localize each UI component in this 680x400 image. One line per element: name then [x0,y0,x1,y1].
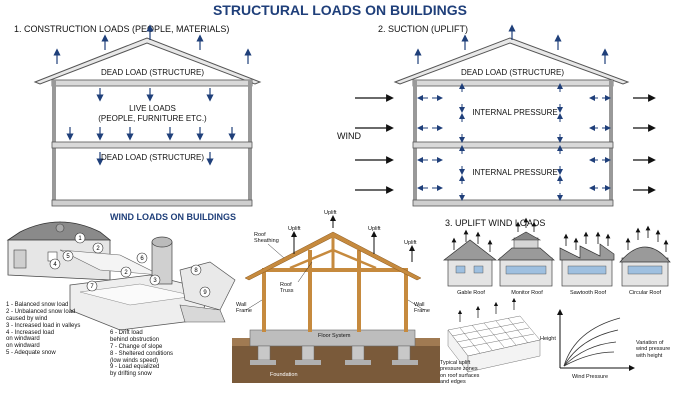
marker-7: 7 [90,284,94,290]
marker-6: 6 [140,256,144,262]
wall-frame-line: Frame [414,308,430,314]
wind-loads-heading: WIND LOADS ON BUILDINGS [110,212,236,222]
marker-9: 9 [203,290,207,296]
caption-line: and edges [440,378,466,385]
dead-load-label: DEAD LOAD (STRUCTURE) [100,68,205,77]
roof-truss-line: Roof [280,282,292,288]
snow-legend-left: 1 - Balanced snow load 2 - Unbalanced sn… [6,302,111,357]
dead-load-bottom-label: DEAD LOAD (STRUCTURE) [100,153,205,162]
snow-legend-right: 6 - Drift load behind obstruction 7 - Ch… [110,330,220,378]
uplift-label-right: Uplift [368,226,381,232]
uplift-label-eave: Uplift [404,240,417,246]
legend-line: by drifting snow [110,371,152,378]
marker-4: 4 [53,262,57,268]
internal-pressure-label-2: INTERNAL PRESSURE [472,168,558,177]
wall-frame-left-label: Wall Frame [236,302,252,314]
legend-line: 5 - Adequate snow [6,350,56,357]
uplift-label-ridge: Uplift [324,210,337,216]
marker-5: 5 [66,254,70,260]
live-loads-sub-label: (PEOPLE, FURNITURE ETC.) [98,114,207,123]
wind-arrows [355,94,656,194]
foundation-label: Foundation [270,372,298,378]
caption-line: with height [636,352,663,359]
height-axis-label: Height [540,336,556,342]
legend-line: behind obstruction [110,336,160,343]
suction-uplift-arrows [414,24,609,64]
circular-roof-label: Circular Roof [628,290,662,296]
uplift-wind-heading: 3. UPLIFT WIND LOADS [445,218,546,228]
live-loads-label: LIVE LOADS [129,104,176,113]
variation-caption: Variation of wind pressure with height [636,340,670,359]
caption-line: pressure zones [440,366,478,373]
timber-frame [232,231,440,383]
legend-line: on windward [6,343,40,350]
construction-house [33,37,262,207]
suction-house [393,37,630,207]
legend-line: 3 - Increased load in valleys [6,322,81,329]
wall-frame-line: Frame [236,308,252,314]
uplift-label: Uplift [288,226,301,232]
wall-frame-right-label: Wall Frame [414,302,430,314]
caption-line: Typical uplift [440,360,471,366]
internal-pressure-label: INTERNAL PRESSURE [472,108,558,117]
caption-line: Variation of [636,340,664,346]
legend-line: (low winds speed) [110,357,159,364]
roof-sheathing-label: Roof Sheathing [254,232,279,244]
frame-leaders [245,243,425,311]
legend-line: 8 - Sheltered conditions [110,350,174,357]
marker-1: 1 [78,236,82,242]
frame-uplift-arrows [291,215,415,262]
wind-label: WIND [337,131,361,141]
internal-pressure-arrows [417,83,611,201]
legend-line: on windward [6,336,40,343]
monitor-roof-label: Monitor Roof [511,290,543,296]
suction-heading: 2. SUCTION (UPLIFT) [378,24,469,34]
sawtooth-roof-label: Sawtooth Roof [569,290,607,296]
legend-line: 2 - Unbalanced snow load [6,308,76,315]
roof-uplift-arrows [451,217,669,252]
roof-sheathing-line: Sheathing [254,238,279,244]
roof-types [442,231,671,287]
floor-system-label: Floor System [318,333,351,339]
grid-uplift-arrows [457,297,517,322]
legend-line: 4 - Increased load [6,329,55,336]
marker-8: 8 [194,268,198,274]
legend-line: 7 - Change of slope [110,343,163,350]
pressure-zones-caption: Typical uplift pressure zones on roof su… [440,360,479,385]
marker-2b: 2 [124,270,128,276]
height-pressure-plot [557,309,635,371]
roof-truss-label: Roof Truss [280,282,294,294]
marker-2: 2 [96,246,100,252]
caption-line: on roof surfaces [440,372,480,379]
legend-line: 6 - Drift load [110,330,143,336]
barn-markers: 1 2 2 3 4 5 6 7 8 9 [49,232,211,298]
legend-line: 1 - Balanced snow load [6,302,69,308]
legend-line: 9 - Load equalized [110,364,160,371]
wall-frame-line: Wall [414,302,425,308]
caption-line: wind pressure [636,346,671,353]
pressure-zone-grid [447,315,541,373]
construction-arrows [53,24,252,166]
legend-line: caused by wind [6,315,48,322]
suction-dead-load-label: DEAD LOAD (STRUCTURE) [460,68,565,77]
wall-frame-line: Wall [236,302,247,308]
page-title: STRUCTURAL LOADS ON BUILDINGS [212,2,468,18]
roof-sheathing-line: Roof [254,232,266,238]
gable-roof-label: Gable Roof [457,290,485,296]
wind-pressure-axis-label: Wind Pressure [572,374,609,380]
roof-truss-line: Truss [280,288,294,294]
construction-loads-heading: 1. CONSTRUCTION LOADS (PEOPLE, MATERIALS… [14,24,230,34]
marker-3: 3 [153,278,157,284]
